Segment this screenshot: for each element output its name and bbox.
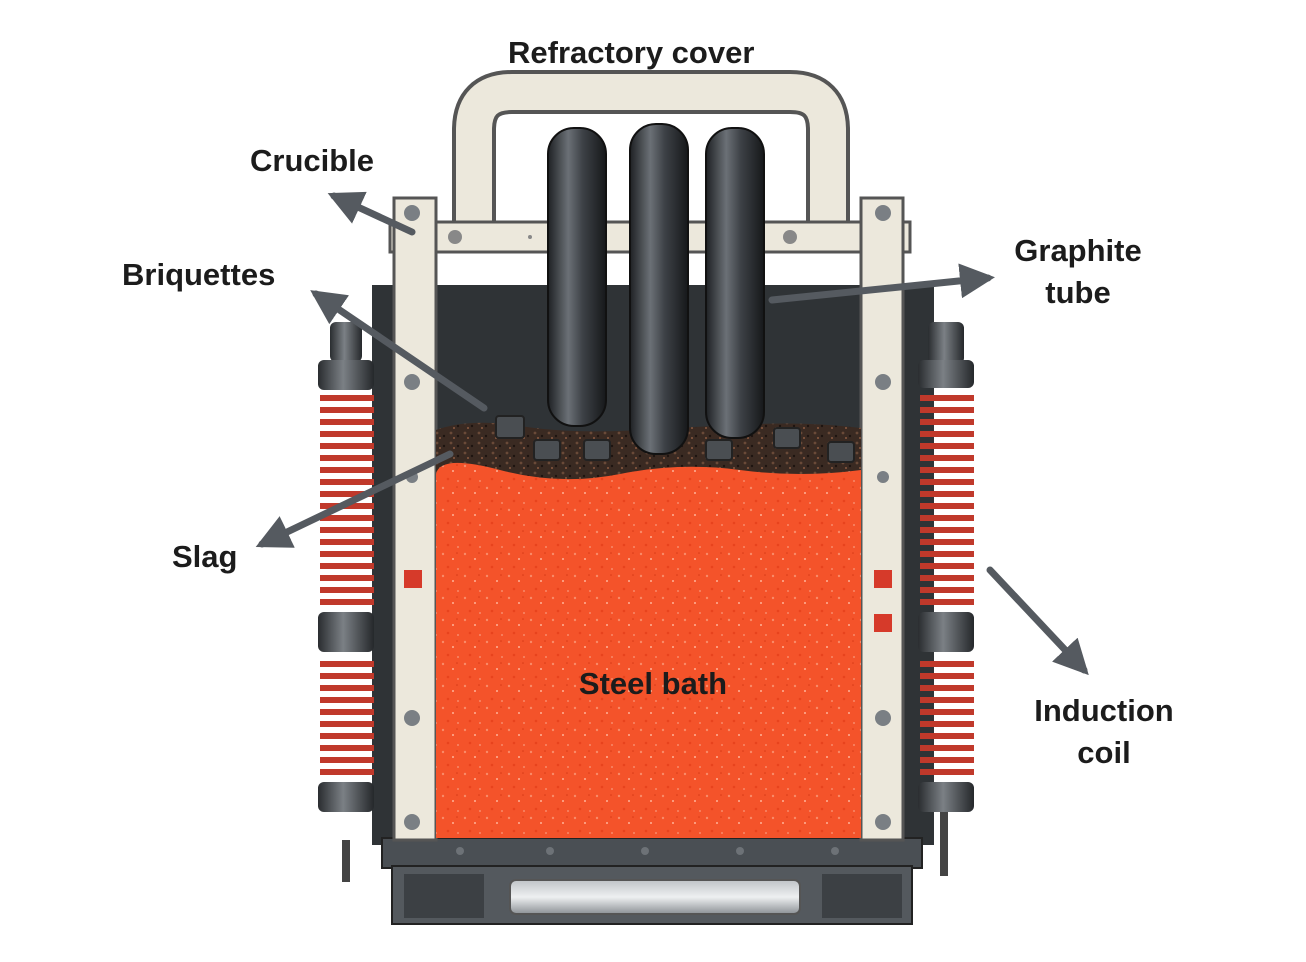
induction-coil-label-line1: Induction bbox=[1034, 693, 1174, 728]
crucible-arrow bbox=[327, 191, 416, 236]
induction-coil-arrow bbox=[986, 566, 1089, 676]
induction-coil-label-line2: coil bbox=[1077, 735, 1131, 770]
slag-arrow bbox=[255, 450, 454, 548]
graphite-tube-arrow bbox=[768, 263, 995, 304]
briquettes-label: Briquettes bbox=[122, 257, 276, 292]
graphite-tube-label-line1: Graphite bbox=[1014, 233, 1142, 268]
graphite-tubes bbox=[547, 123, 765, 455]
steel-bath bbox=[436, 458, 861, 838]
induction-coil-label: Induction coil bbox=[1034, 690, 1173, 774]
graphite-tube-label: Graphite tube bbox=[1014, 230, 1141, 314]
left-induction-coil bbox=[318, 322, 374, 882]
steel-bath-label: Steel bath bbox=[578, 666, 728, 701]
graphite-tube-label-line2: tube bbox=[1045, 275, 1111, 310]
refractory-cover-label: Refractory cover bbox=[508, 35, 755, 70]
right-induction-coil bbox=[918, 322, 974, 876]
briquettes bbox=[495, 415, 855, 463]
crucible-walls bbox=[392, 196, 905, 842]
briquettes-arrow bbox=[310, 290, 488, 412]
slag-label: Slag bbox=[172, 539, 238, 574]
crucible-label: Crucible bbox=[250, 143, 375, 178]
